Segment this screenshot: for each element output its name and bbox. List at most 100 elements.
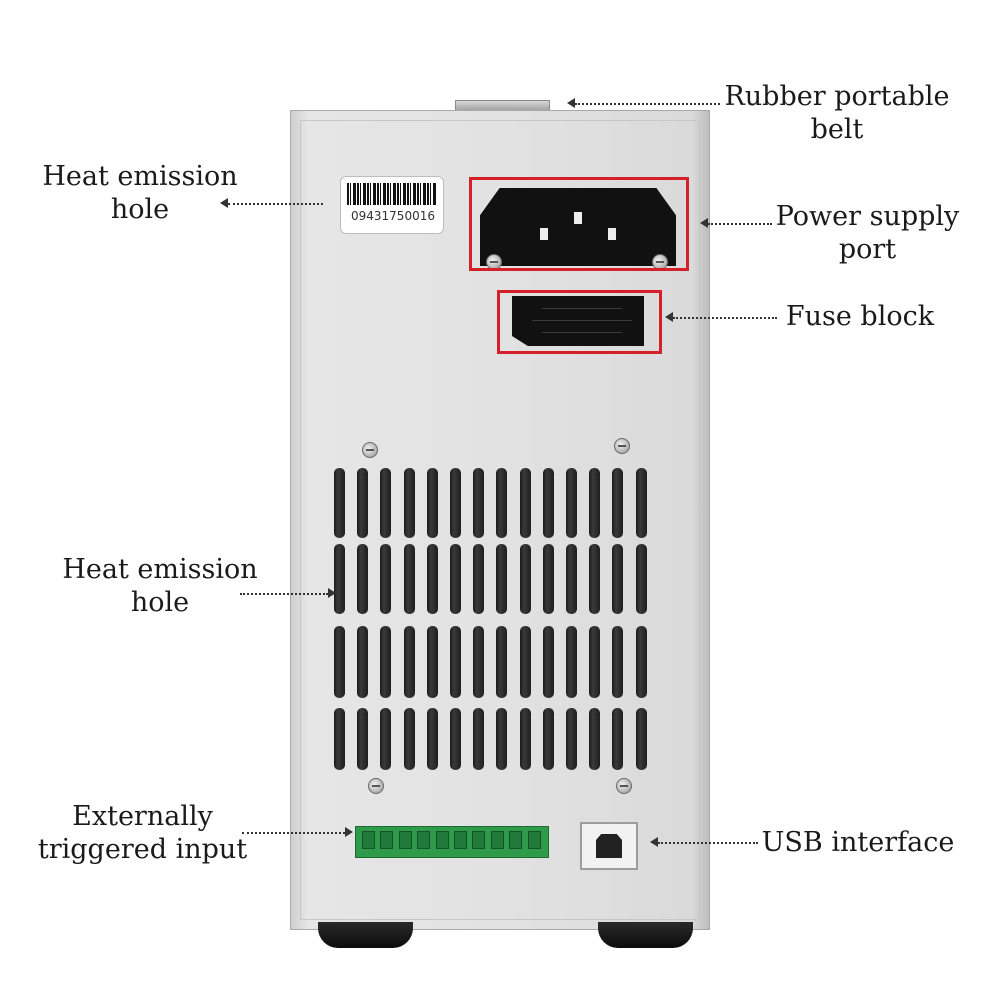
vent-slot [589,468,601,538]
vent-slot [542,708,554,770]
fuse-block-highlight-box [497,290,662,354]
vent-slot [450,626,461,698]
label-power-port: Power supply port [770,200,965,266]
leader-rubber-belt [575,103,720,105]
leader-power-port [708,223,772,225]
device-foot-left [318,922,413,948]
terminal-cell [362,831,375,849]
label-line: triggered input [37,834,248,865]
terminal-cell [490,831,504,849]
barcode-number: 09431750016 [351,209,435,223]
vent-slot [566,468,577,538]
power-port-highlight-box [469,177,689,271]
label-line: hole [130,587,190,618]
usb-port [580,822,638,870]
label-heat-hole-mid: Heat emission hole [50,553,270,619]
vent-slot [519,626,531,698]
vent-slot [450,544,461,614]
label-external-trigger: Externally triggered input [30,800,255,866]
vent-slot [450,468,461,538]
leader-heat-hole-top [228,203,323,205]
arrow-heat-hole-mid [328,588,336,598]
leader-external-trigger [242,832,345,834]
device-foot-right [598,922,693,948]
vent-slot [334,708,345,770]
vent-slot [380,626,392,698]
barcode-bars [347,183,437,205]
vent-slot [589,626,601,698]
label-heat-hole-top: Heat emission hole [30,160,250,226]
vent-slot [519,708,531,770]
vent-slot [380,468,392,538]
vent-slot [426,468,438,538]
arrow-fuse [665,312,673,322]
fuse-ridge [542,332,622,333]
vent-slot [357,468,369,538]
terminal-cell [398,831,412,849]
vent-slot [450,708,461,770]
vent-slot [542,544,554,614]
vent-screw-bottom-right [616,778,632,794]
vent-screw-top-right [614,438,630,454]
label-line: belt [810,114,864,145]
vent-slot [380,708,392,770]
device-panel-inset [300,120,700,920]
terminal-cell [454,831,467,849]
terminal-cell [380,831,394,849]
vent-slot [334,626,345,698]
terminal-cell [417,831,431,849]
barcode-sticker: 09431750016 [340,176,444,234]
vent-slot [589,544,601,614]
vent-slot [566,544,577,614]
arrow-power-port [700,218,708,228]
leader-usb [658,842,758,844]
vent-slot [612,544,624,614]
vent-slot [542,468,554,538]
label-line: Heat emission [42,161,238,192]
fuse-block [512,296,644,346]
vent-slot [403,626,415,698]
vent-slot [496,468,508,538]
vent-slot [357,708,369,770]
label-line: Rubber portable [724,81,950,112]
vent-slot [566,626,577,698]
socket-pin-left [540,228,548,240]
vent-slot [334,468,345,538]
vent-slot [334,544,345,614]
terminal-cell [472,831,486,849]
label-line: USB interface [761,827,955,858]
vent-slot [496,708,508,770]
arrow-heat-hole-top [220,198,228,208]
usb-port-opening [596,834,622,858]
vent-slot [635,468,647,538]
label-usb: USB interface [758,826,958,859]
vent-slot [612,626,624,698]
vent-slot [612,468,624,538]
socket-pin-right [608,228,616,240]
fuse-ridge [532,320,632,321]
arrow-usb [650,837,658,847]
vent-slot [519,544,531,614]
power-supply-socket [480,188,676,266]
label-rubber-belt: Rubber portable belt [722,80,952,146]
leader-heat-hole-mid [240,593,328,595]
vent-slot [403,708,415,770]
vent-slot [473,468,485,538]
arrow-external-trigger [345,827,353,837]
label-line: Externally [72,801,213,832]
label-line: hole [110,194,170,225]
label-line: Power supply [775,201,960,232]
vent-slot [612,708,624,770]
vent-slot [426,544,438,614]
vent-slot [473,544,485,614]
leader-fuse [673,317,777,319]
terminal-cell [435,831,449,849]
label-line: Heat emission [62,554,258,585]
vent-slot [496,626,508,698]
vent-slot [542,626,554,698]
vent-slot [403,544,415,614]
terminal-cell [509,831,523,849]
vent-screw-bottom-left [368,778,384,794]
label-line: Fuse block [785,301,935,332]
